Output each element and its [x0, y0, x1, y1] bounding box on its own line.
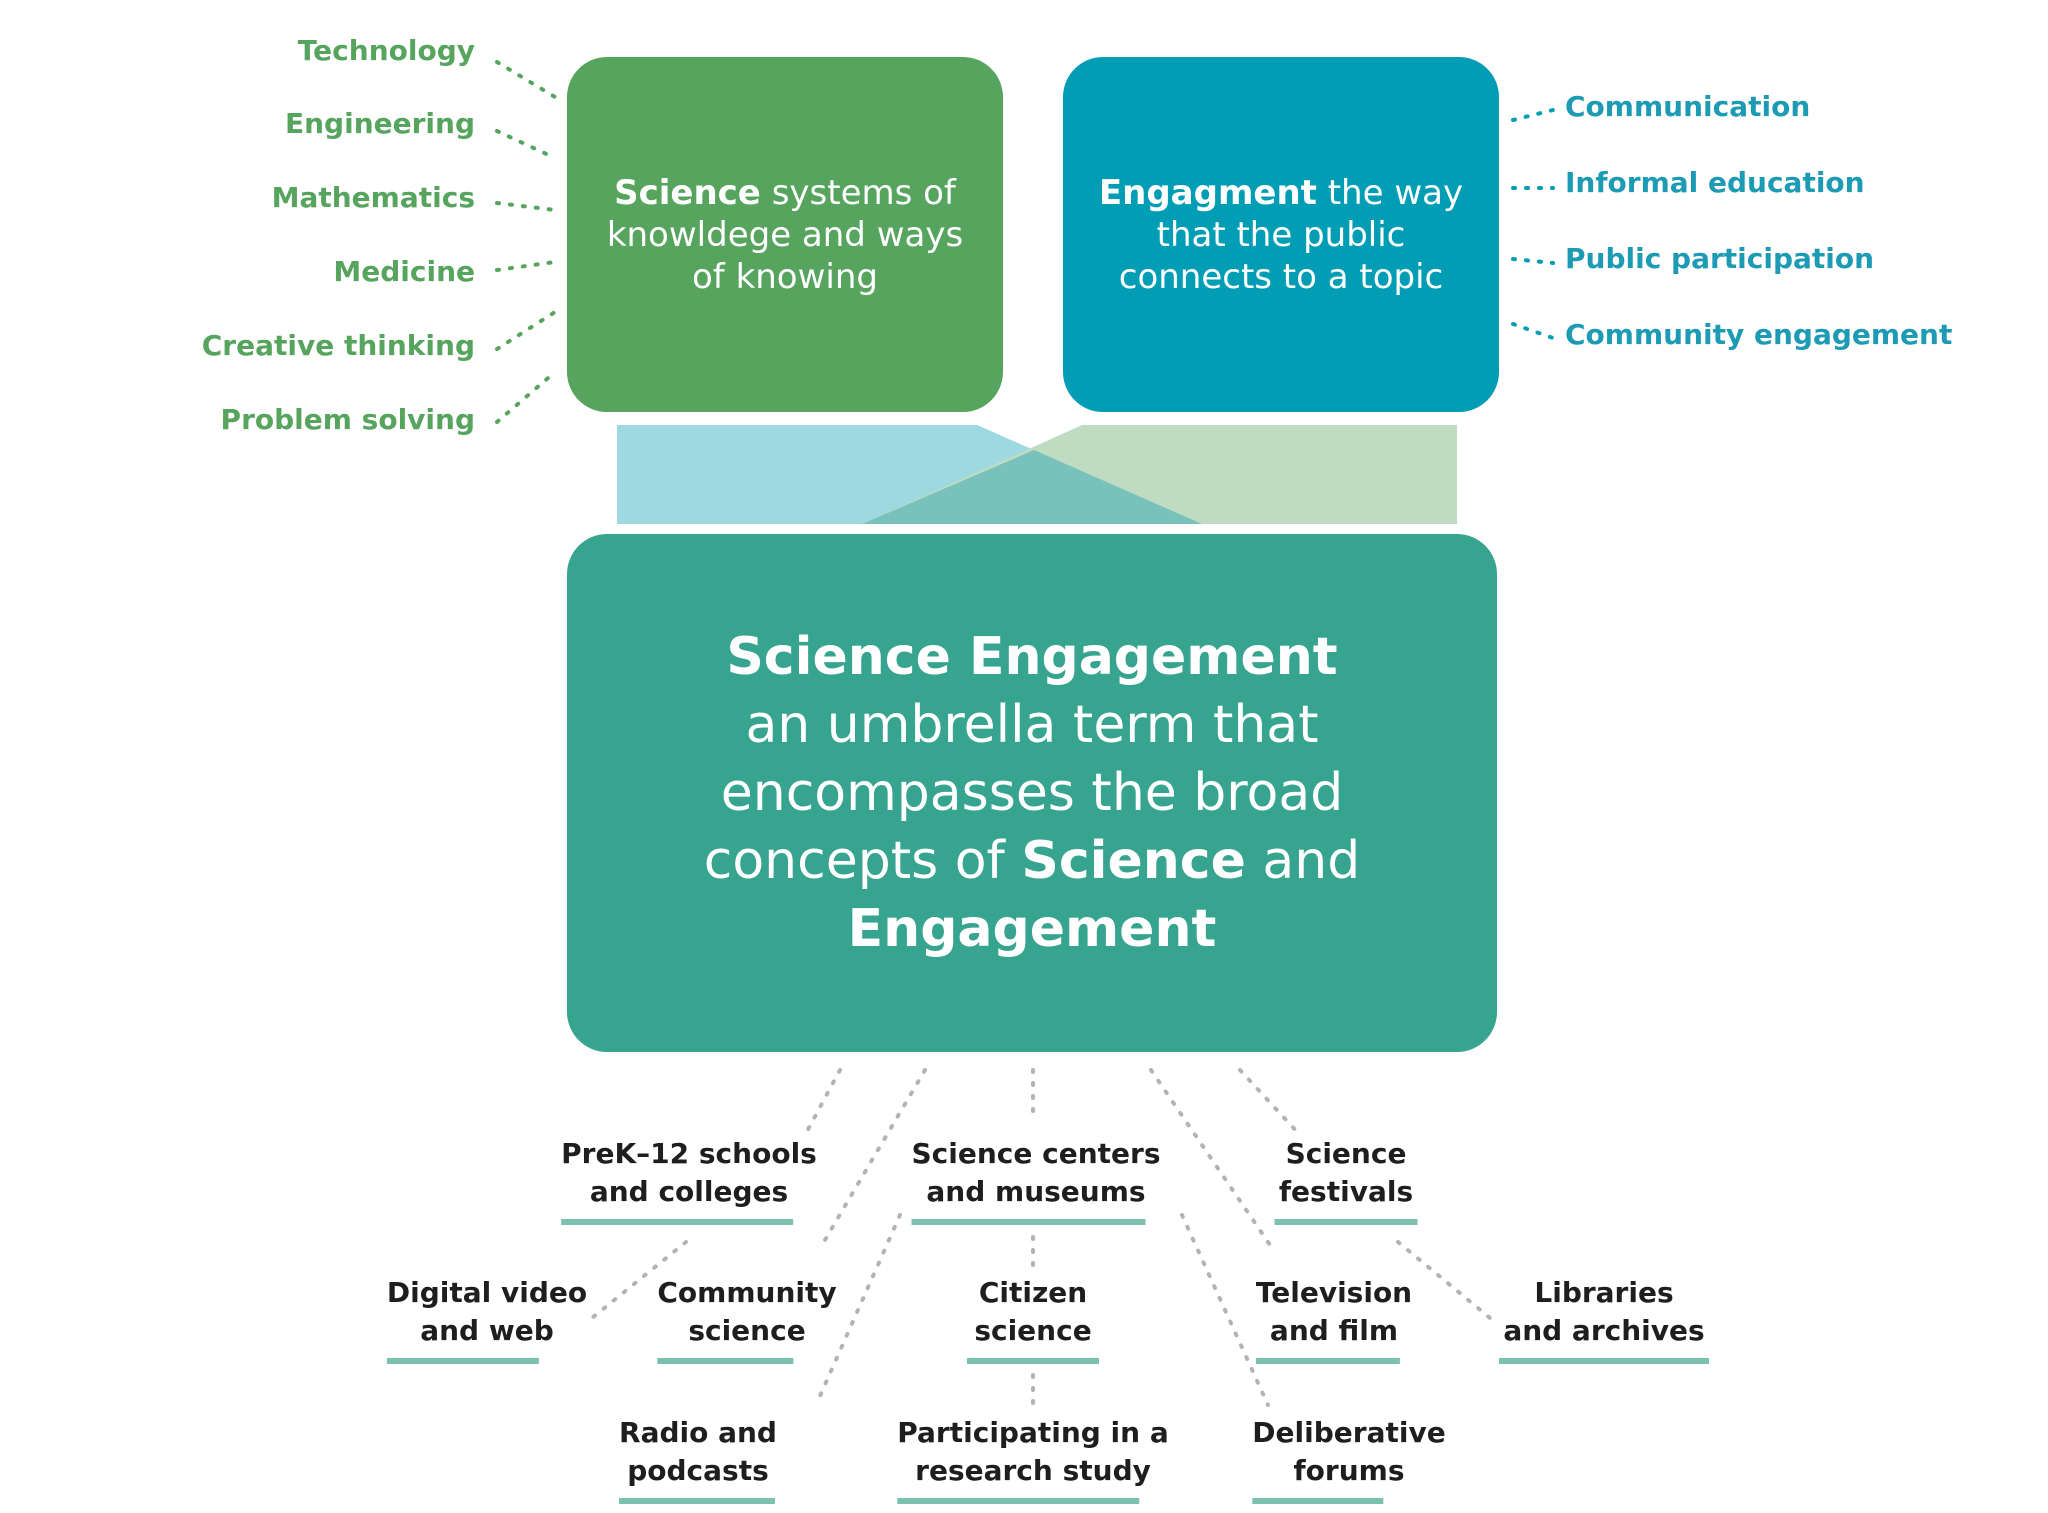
- discipline-creative-thinking: Creative thinking: [201, 329, 475, 362]
- channel-radio-podcasts: Radio and podcasts: [619, 1414, 777, 1504]
- channel-line: forums: [1293, 1454, 1405, 1487]
- channel-line: science: [974, 1314, 1092, 1347]
- form-community-engagement: Community engagement: [1565, 318, 1953, 351]
- channel-television-film: Television and film: [1255, 1274, 1413, 1364]
- channel-line: podcasts: [627, 1454, 769, 1487]
- channel-underline: [619, 1498, 776, 1504]
- channel-underline: [911, 1219, 1146, 1225]
- channel-leaders: [590, 1068, 1492, 1410]
- engagement-box-text: Engagment the way that the public connec…: [1063, 172, 1499, 298]
- science-box-title: Science: [614, 172, 761, 213]
- channel-line: Digital video: [386, 1276, 588, 1309]
- channel-community-science: Community science: [657, 1274, 837, 1364]
- form-informal-education: Informal education: [1565, 166, 1865, 199]
- science-box-description: systems of knowldege and ways of knowing: [606, 172, 964, 297]
- channel-line: Television: [1255, 1276, 1413, 1309]
- discipline-mathematics: Mathematics: [271, 181, 475, 214]
- engagement-box-title: Engagment: [1098, 172, 1317, 213]
- channel-underline: [657, 1358, 794, 1364]
- channel-line: festivals: [1278, 1175, 1414, 1208]
- channel-science-centers: Science centers and museums: [911, 1135, 1161, 1225]
- channel-line: and museums: [926, 1175, 1146, 1208]
- form-communication: Communication: [1565, 90, 1811, 123]
- channel-line: and archives: [1503, 1314, 1705, 1347]
- engagement-box: Engagment the way that the public connec…: [1063, 57, 1499, 412]
- channel-libraries-archives: Libraries and archives: [1499, 1274, 1709, 1364]
- channel-underline: [386, 1358, 539, 1364]
- channel-digital-video: Digital video and web: [386, 1274, 588, 1364]
- channel-line: research study: [915, 1454, 1151, 1487]
- discipline-problem-solving: Problem solving: [220, 403, 475, 436]
- discipline-engineering: Engineering: [285, 107, 475, 140]
- channel-underline: [1252, 1498, 1384, 1504]
- channel-deliberative-forums: Deliberative forums: [1252, 1414, 1446, 1504]
- channel-line: Radio and: [619, 1416, 777, 1449]
- channel-citizen-science: Citizen science: [967, 1274, 1099, 1364]
- channel-underline: [1274, 1219, 1418, 1225]
- science-leaders: [495, 60, 557, 424]
- discipline-technology: Technology: [297, 34, 475, 67]
- discipline-medicine: Medicine: [333, 255, 475, 288]
- channel-underline: [967, 1358, 1099, 1364]
- science-engagement-engagement-word: Engagement: [847, 899, 1217, 959]
- channel-research-study: Participating in a research study: [897, 1414, 1169, 1504]
- channel-line: Deliberative: [1252, 1416, 1446, 1449]
- channel-line: PreK–12 schools: [561, 1137, 817, 1170]
- channel-underline: [561, 1219, 794, 1225]
- channel-line: and web: [420, 1314, 554, 1347]
- engagement-box-description: the way that the public connects to a to…: [1118, 172, 1464, 297]
- form-public-participation: Public participation: [1565, 242, 1875, 275]
- channel-underline: [897, 1498, 1140, 1504]
- science-engagement-definition: an umbrella term that encompasses the br…: [703, 695, 1344, 891]
- science-engagement-and-word: and: [1262, 831, 1361, 891]
- channel-underline: [1255, 1358, 1400, 1364]
- channel-line: Participating in a: [897, 1416, 1169, 1449]
- science-box: Science systems of knowldege and ways of…: [567, 57, 1003, 412]
- channel-underline: [1499, 1358, 1709, 1364]
- science-engagement-science-word: Science: [1021, 831, 1246, 891]
- engagement-leaders: [1511, 108, 1555, 340]
- channel-line: Citizen: [978, 1276, 1088, 1309]
- channel-line: Libraries: [1534, 1276, 1674, 1309]
- channel-line: Science: [1285, 1137, 1407, 1170]
- band-overlap: [862, 450, 1202, 524]
- channel-line: and film: [1269, 1314, 1399, 1347]
- channel-science-festivals: Science festivals: [1274, 1135, 1418, 1225]
- science-engagement-text: Science Engagement an umbrella term that…: [662, 623, 1402, 963]
- science-engagement-title: Science Engagement: [726, 627, 1338, 687]
- science-engagement-box: Science Engagement an umbrella term that…: [567, 534, 1497, 1052]
- channel-line: and colleges: [589, 1175, 789, 1208]
- channel-line: science: [688, 1314, 806, 1347]
- science-box-text: Science systems of knowldege and ways of…: [567, 172, 1003, 298]
- channel-prek12-schools: PreK–12 schools and colleges: [561, 1135, 817, 1225]
- channel-line: Science centers: [911, 1137, 1161, 1170]
- channel-line: Community: [657, 1276, 837, 1309]
